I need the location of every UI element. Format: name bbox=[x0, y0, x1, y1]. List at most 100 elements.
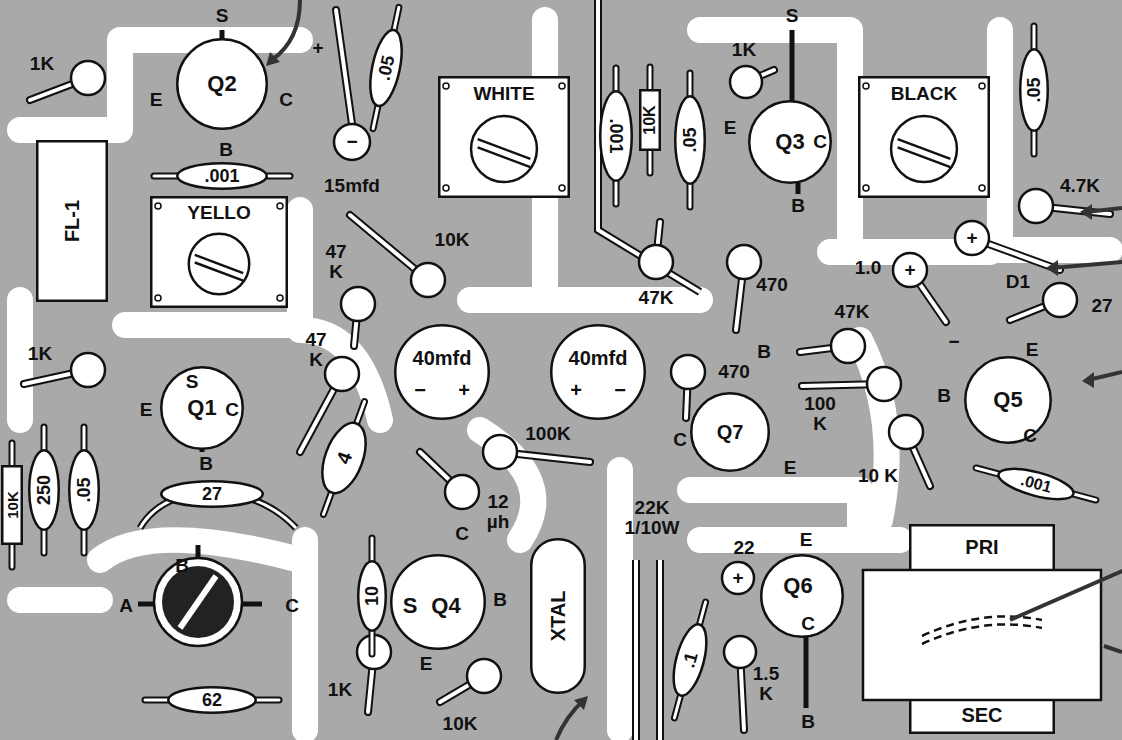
transistor-symbol-outline bbox=[391, 555, 485, 649]
resistor-symbol bbox=[1019, 189, 1053, 223]
coil-can-outline bbox=[439, 77, 569, 197]
component-text: WHITE bbox=[473, 84, 534, 103]
jumper-wire bbox=[658, 560, 662, 740]
part-label: C bbox=[801, 614, 815, 634]
part-label: 100 K bbox=[804, 394, 836, 434]
part-label: 470 bbox=[756, 275, 788, 295]
transistor-symbol: Q2 bbox=[176, 38, 268, 130]
coil-can-outline bbox=[863, 185, 869, 191]
part-label: 4.7K bbox=[1060, 176, 1100, 196]
part-label: 1.5 K bbox=[753, 664, 779, 704]
resistor-symbol bbox=[889, 415, 923, 449]
coil-can-outline bbox=[443, 83, 449, 89]
part-label: + bbox=[732, 568, 743, 588]
part-label: S bbox=[216, 6, 229, 26]
foil-gap bbox=[20, 40, 300, 130]
filter-box: FL-1 bbox=[36, 140, 108, 302]
capacitor-symbol-outline bbox=[168, 687, 256, 713]
part-label: 47K bbox=[639, 288, 674, 308]
resistor-symbol: 10K bbox=[1, 465, 23, 545]
component-lead bbox=[373, 7, 399, 128]
transistor-symbol-outline bbox=[691, 393, 769, 471]
resistor-symbol bbox=[467, 659, 501, 693]
part-label: E bbox=[420, 654, 433, 674]
part-label: 47K bbox=[835, 302, 870, 322]
capacitor-symbol-outline bbox=[1020, 49, 1048, 131]
component-text: 27 bbox=[202, 485, 222, 503]
capacitor-symbol: .05 bbox=[1019, 48, 1049, 132]
coil-can-outline bbox=[559, 185, 565, 191]
part-label: 22K 1/10W bbox=[625, 498, 680, 538]
part-label: + bbox=[904, 260, 915, 280]
pointer-arrowhead bbox=[574, 696, 588, 710]
coil-can-outline bbox=[979, 185, 985, 191]
coil-can-outline bbox=[891, 116, 957, 182]
component-text: + bbox=[458, 380, 470, 400]
component-text: 40mfd bbox=[569, 348, 628, 368]
coil-can-outline bbox=[443, 185, 449, 191]
part-label: E bbox=[1026, 340, 1039, 360]
capacitor-symbol: .05 bbox=[68, 449, 100, 531]
part-label: C bbox=[225, 400, 239, 420]
pointer-arrow bbox=[272, 0, 300, 60]
jumper-wire bbox=[598, 0, 700, 292]
component-text: 40mfd bbox=[413, 348, 472, 368]
resistor-symbol bbox=[727, 245, 761, 279]
resistor-symbol bbox=[730, 66, 762, 98]
resistor-symbol bbox=[71, 61, 105, 95]
component-text: .05 bbox=[75, 477, 93, 502]
part-label: C bbox=[1023, 426, 1037, 446]
jumper-wire bbox=[634, 560, 638, 740]
resistor-symbol-outline bbox=[640, 90, 660, 150]
electrolytic-capacitor-outline bbox=[394, 324, 490, 420]
resistor-symbol bbox=[671, 355, 705, 389]
transformer-box: PRISEC bbox=[909, 524, 1055, 734]
part-label: C bbox=[673, 430, 687, 450]
coil-can-outline bbox=[277, 203, 283, 209]
capacitor-symbol: .001 bbox=[599, 90, 633, 182]
transistor-symbol: SQ4 bbox=[390, 554, 486, 650]
pointer-arrow bbox=[272, 0, 1122, 740]
part-label: 22 bbox=[733, 538, 754, 558]
part-label: E bbox=[140, 400, 153, 420]
electrolytic-capacitor: 40mfd+− bbox=[550, 324, 646, 420]
resistor-symbol: 10K bbox=[639, 89, 661, 151]
resistor-symbol bbox=[893, 253, 927, 287]
transformer-box-outline bbox=[922, 624, 1042, 644]
part-label: B bbox=[757, 342, 771, 362]
foil-gap bbox=[480, 430, 533, 540]
coil-can: WHITE bbox=[438, 76, 570, 198]
resistor-symbol bbox=[341, 287, 375, 321]
component-text: Q4 bbox=[431, 595, 460, 617]
foil-gap bbox=[300, 330, 380, 420]
resistor-symbol bbox=[325, 357, 359, 391]
capacitor-symbol-outline bbox=[600, 91, 632, 181]
part-label: 470 bbox=[718, 362, 750, 382]
component-text: Q5 bbox=[993, 389, 1022, 411]
component-text: .05 bbox=[375, 54, 398, 82]
component-text: Q1 bbox=[187, 397, 216, 419]
capacitor-symbol: 27 bbox=[160, 480, 264, 508]
coil-can-outline bbox=[478, 147, 531, 167]
part-label: S bbox=[786, 6, 799, 26]
coil-can-outline bbox=[859, 77, 989, 197]
capacitor-symbol-outline bbox=[29, 450, 59, 530]
component-text: Q3 bbox=[775, 131, 804, 153]
foil-gap bbox=[20, 20, 1110, 730]
part-label: 100K bbox=[525, 424, 570, 444]
foil-gap bbox=[292, 540, 318, 730]
transistor-lead bbox=[804, 630, 809, 708]
crystal-symbol: XTAL bbox=[530, 538, 586, 694]
component-text: XTAL bbox=[548, 591, 568, 642]
foil-gap bbox=[700, 30, 850, 240]
capacitor-symbol-outline bbox=[314, 417, 374, 499]
transistor-symbol: Q5 bbox=[964, 356, 1052, 444]
part-label: B bbox=[493, 590, 507, 610]
trim-pot bbox=[154, 558, 242, 646]
part-label: B bbox=[791, 196, 805, 216]
part-label: E bbox=[150, 90, 163, 110]
pointer-arrow bbox=[1052, 262, 1122, 268]
component-text: PRI bbox=[965, 537, 998, 557]
part-label: A bbox=[119, 596, 133, 616]
